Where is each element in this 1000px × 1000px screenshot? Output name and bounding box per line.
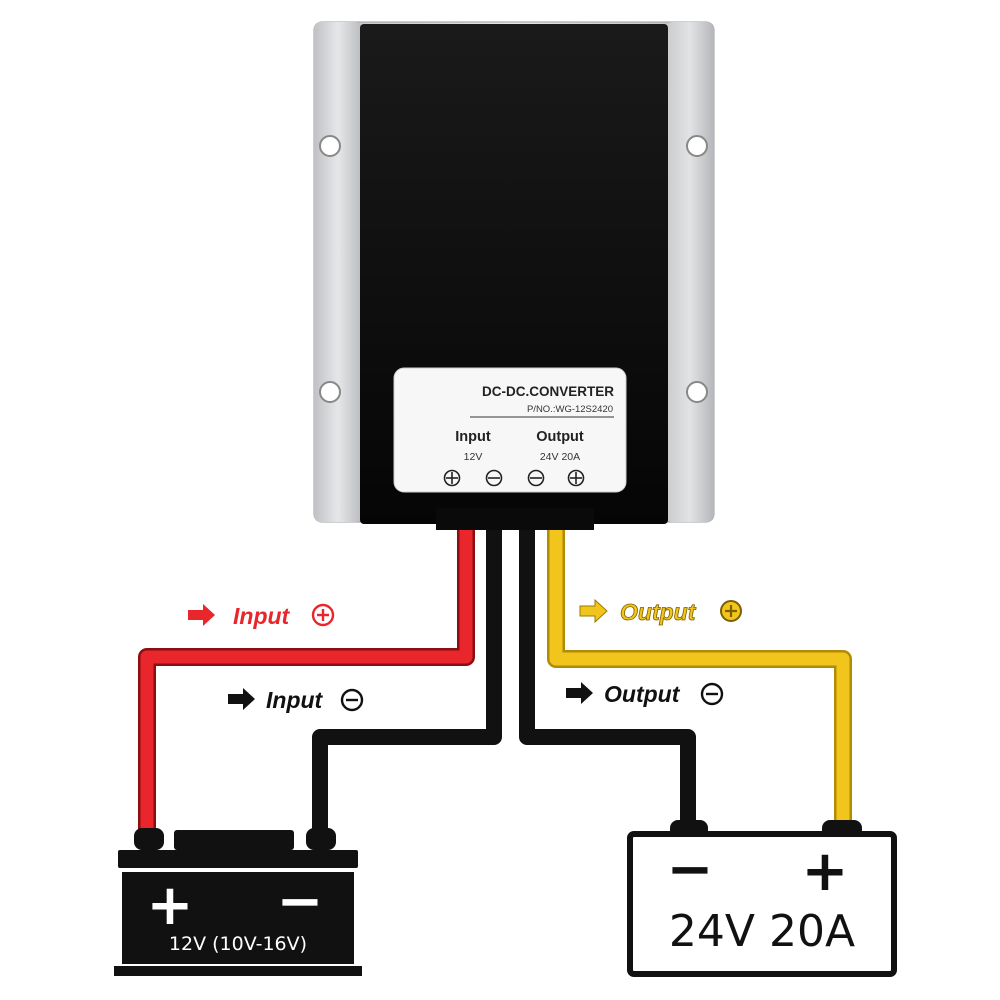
svg-text:Input: Input [233,603,291,629]
bracket-right-flange [666,22,714,522]
part-number: P/NO.:WG-12S2420 [527,404,613,415]
wires [138,530,852,836]
mounting-hole-icon [319,381,341,403]
minus-circle-icon [340,688,364,712]
wire-label-output-negative: Output [566,681,724,707]
wire-label-input-positive: Input [188,603,335,629]
wire-label-input-negative: Input [228,687,364,713]
converter-title: DC-DC.CONVERTER [482,384,614,399]
battery-cap [174,830,294,850]
input-battery: + − 12V (10V-16V) [114,828,362,976]
load-rating: 24V 20A [669,906,855,957]
battery-base [114,966,362,976]
wire-output-negative [519,530,696,825]
mounting-hole-icon [686,381,708,403]
load-plus-symbol: + [802,839,849,904]
battery-terminal-positive [134,828,164,850]
wire-input-positive [138,530,475,836]
plus-circle-icon [720,600,742,622]
label-plate [393,367,627,493]
label-output-heading: Output [536,429,584,445]
svg-text:Input: Input [266,687,324,713]
arrow-right-icon [579,598,608,624]
arrow-right-icon [228,688,255,710]
cable-gland [436,508,594,530]
battery-minus-symbol: − [277,869,324,934]
minus-circle-icon [485,469,503,487]
battery-rating: 12V (10V-16V) [169,933,307,955]
minus-circle-icon [527,469,545,487]
output-load: − + 24V 20A [627,820,897,977]
svg-text:Output: Output [620,599,697,625]
load-box [627,831,897,977]
label-output-rating: 24V 20A [540,451,580,463]
mounting-hole-icon [319,135,341,157]
svg-text:Output: Output [604,681,681,707]
plus-circle-icon [443,469,461,487]
load-minus-symbol: − [667,837,714,902]
wire-label-output-positive: Output [579,598,742,625]
battery-terminal-negative [306,828,336,850]
plus-circle-icon [567,469,585,487]
arrow-right-icon [566,682,593,704]
mounting-hole-icon [686,135,708,157]
battery-lid [118,850,358,868]
label-input-heading: Input [455,429,491,445]
wire-input-negative [312,530,502,836]
wire-output-positive [547,530,852,825]
battery-body [122,872,354,964]
dc-dc-converter: DC-DC.CONVERTER P/NO.:WG-12S2420 Input 1… [313,21,715,530]
wire-output-positive-core [549,530,850,825]
arrow-right-icon [188,604,215,626]
label-input-voltage: 12V [464,451,483,463]
wire-input-positive-core [140,530,473,836]
plus-circle-icon [311,603,335,627]
bracket-left-flange [314,22,362,522]
minus-circle-icon [700,682,724,706]
battery-plus-symbol: + [147,873,194,938]
